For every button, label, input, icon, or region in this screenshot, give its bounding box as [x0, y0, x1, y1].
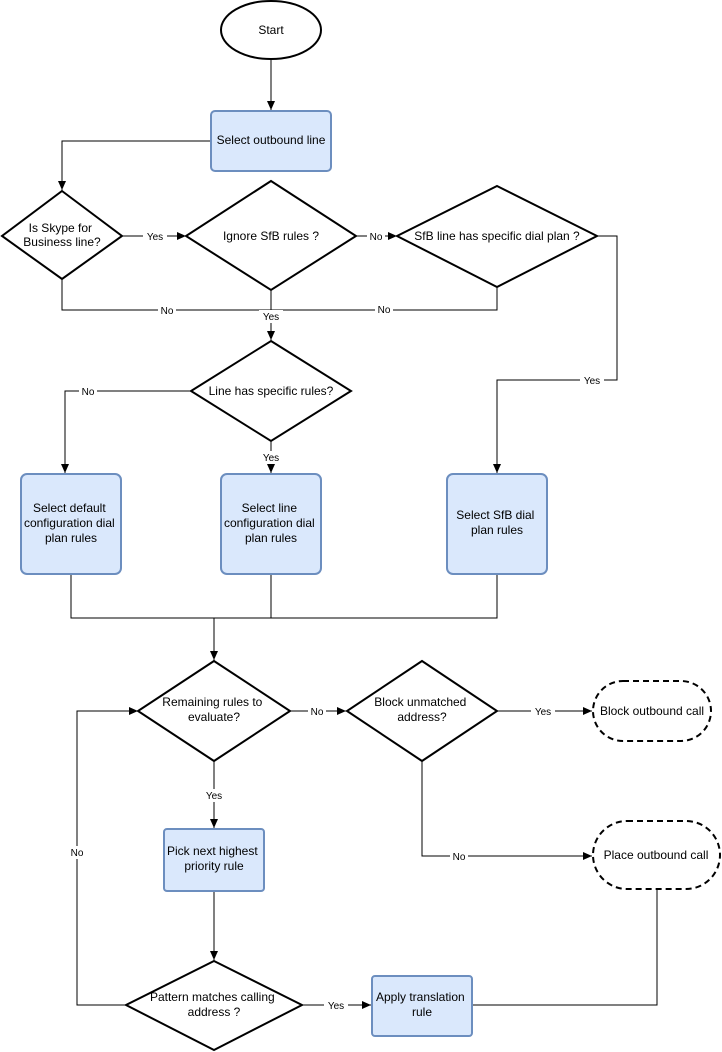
svg-text:SfB line has specific dial pla: SfB line has specific dial plan ? [414, 229, 580, 243]
svg-text:Block outbound call: Block outbound call [600, 704, 704, 718]
label-pattern-no: No [68, 846, 86, 859]
pattern-matches-text-1: Pattern matches calling [150, 990, 275, 1004]
svg-text:Select line configurat: Select line configuration dial plan rule… [224, 501, 318, 545]
svg-text:Pick next highest prio: Pick next highest priority rule [167, 844, 261, 873]
start-node[interactable]: Start [220, 0, 322, 60]
ignore-sfb-rules-diamond[interactable]: Ignore SfB rules ? [184, 179, 358, 292]
remaining-rules-text-1: Remaining rules to [162, 695, 262, 709]
svg-text:Yes: Yes [263, 453, 279, 464]
is-skype-line-text-1: Is Skype for [29, 221, 92, 235]
svg-text:Place outbound call: Place outbound call [604, 848, 709, 862]
is-skype-line-diamond[interactable]: Is Skype for Business line? [0, 189, 124, 281]
edge-apply-to-place [472, 865, 661, 1006]
svg-text:Select default configu: Select default configuration dial plan r… [24, 501, 118, 545]
label-line-rules-no: No [79, 385, 97, 398]
svg-text:No: No [378, 305, 391, 316]
edge-labels: Yes No No Yes No Yes No Yes [68, 229, 604, 1012]
svg-text:No: No [82, 387, 95, 398]
label-ignore-no: No [367, 230, 385, 243]
svg-text:Yes: Yes [206, 791, 222, 802]
edge-block-no [421, 761, 592, 860]
svg-text:Apply translation rule: Apply translation rule [376, 990, 468, 1019]
svg-text:Yes: Yes [263, 312, 279, 323]
svg-text:Pattern matches calling: Pattern matches calling address ? [150, 990, 278, 1019]
svg-text:Ignore SfB rules ?: Ignore SfB rules ? [223, 229, 319, 243]
label-pattern-yes: Yes [324, 999, 348, 1012]
pick-next-rule-text-1: Pick next highest [167, 844, 258, 858]
edges [58, 60, 661, 1009]
edge-sfb-yes [493, 235, 618, 473]
select-line-config-box[interactable]: Select line configuration dial plan rule… [220, 473, 322, 575]
svg-text:No: No [161, 306, 174, 317]
block-unmatched-diamond[interactable]: Block unmatched address? [345, 659, 499, 763]
label-sfb-no: No [375, 303, 393, 316]
edge-skype-no [61, 279, 271, 311]
pattern-matches-text-2: address ? [188, 1005, 241, 1019]
svg-text:Remaining rules to eva: Remaining rules to evaluate? [162, 695, 265, 724]
edge-pattern-no [76, 707, 138, 1006]
select-default-config-text-3: plan rules [45, 531, 97, 545]
select-sfb-dial-plan-box[interactable]: Select SfB dial plan rules [446, 473, 548, 575]
svg-text:No: No [453, 852, 466, 863]
select-sfb-dial-plan-text-2: plan rules [471, 523, 523, 537]
svg-text:Select SfB dial plan r: Select SfB dial plan rules [456, 508, 537, 537]
place-outbound-call-terminal[interactable]: Place outbound call [592, 820, 721, 890]
edge-line-rules-no [61, 390, 191, 473]
pattern-matches-diamond[interactable]: Pattern matches calling address ? [123, 959, 305, 1052]
svg-text:Yes: Yes [584, 376, 600, 387]
block-outbound-call-terminal[interactable]: Block outbound call [592, 680, 712, 742]
select-default-config-text-2: configuration dial [24, 516, 115, 530]
label-remaining-no: No [308, 705, 326, 718]
label-line-rules-yes: Yes [259, 451, 283, 464]
label-block-yes: Yes [531, 705, 555, 718]
select-default-config-box[interactable]: Select default configuration dial plan r… [20, 473, 122, 575]
svg-text:Start: Start [258, 23, 284, 37]
select-outbound-line-box[interactable]: Select outbound line [210, 110, 332, 172]
line-specific-rules-diamond[interactable]: Line has specific rules? [189, 339, 353, 443]
select-line-config-text-1: Select line [242, 501, 298, 515]
svg-text:No: No [370, 232, 383, 243]
remaining-rules-diamond[interactable]: Remaining rules to evaluate? [136, 659, 292, 763]
select-sfb-dial-plan-text-1: Select SfB dial [456, 508, 534, 522]
svg-text:Is Skype for Business: Is Skype for Business line? [23, 221, 101, 249]
block-unmatched-text-1: Block unmatched [374, 695, 466, 709]
svg-text:No: No [71, 848, 84, 859]
edge-sfb-no [271, 287, 498, 311]
svg-text:Yes: Yes [147, 232, 163, 243]
sfb-specific-plan-diamond[interactable]: SfB line has specific dial plan ? [394, 184, 600, 289]
edge-default-merge [70, 575, 498, 619]
label-remaining-yes: Yes [202, 789, 226, 802]
pick-next-rule-box[interactable]: Pick next highest priority rule [163, 828, 265, 892]
pick-next-rule-text-2: priority rule [184, 859, 244, 873]
apply-translation-text-2: rule [412, 1005, 432, 1019]
label-skype-no: No [158, 304, 176, 317]
svg-text:Line has specific rules?: Line has specific rules? [209, 384, 334, 398]
label-block-no: No [450, 850, 468, 863]
select-line-config-text-3: plan rules [245, 531, 297, 545]
svg-text:No: No [311, 707, 324, 718]
select-default-config-text-1: Select default [33, 501, 106, 515]
block-unmatched-text-2: address? [397, 710, 447, 724]
remaining-rules-text-2: evaluate? [188, 710, 240, 724]
label-skype-yes: Yes [143, 229, 167, 243]
label-ignore-yes: Yes [259, 310, 283, 323]
label-sfb-yes: Yes [580, 374, 604, 387]
svg-text:Select outbound line: Select outbound line [217, 133, 326, 147]
svg-text:Yes: Yes [535, 707, 551, 718]
is-skype-line-text-2: Business line? [23, 235, 101, 249]
svg-text:Yes: Yes [328, 1001, 344, 1012]
edge-select-line-to-skype [58, 140, 211, 190]
apply-translation-text-1: Apply translation [376, 990, 465, 1004]
select-line-config-text-2: configuration dial [224, 516, 315, 530]
apply-translation-box[interactable]: Apply translation rule [371, 975, 473, 1037]
svg-text:Block unmatched addres: Block unmatched address? [374, 695, 469, 724]
